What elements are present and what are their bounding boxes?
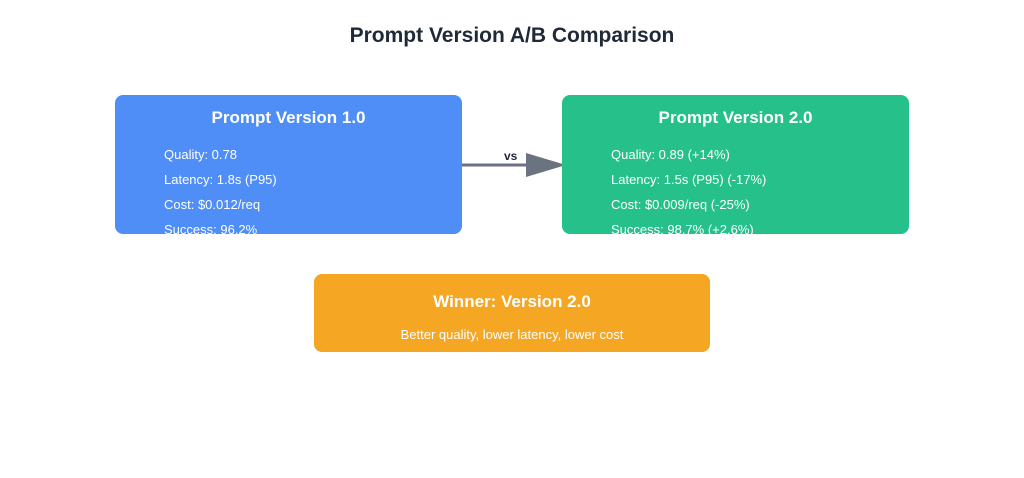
comparison-connector: vs <box>462 146 566 182</box>
version-1-card: Prompt Version 1.0 Quality: 0.78 Latency… <box>115 95 462 234</box>
version-1-title: Prompt Version 1.0 <box>211 108 366 127</box>
version-1-success: Success: 96.2% <box>164 222 258 234</box>
winner-subtitle: Better quality, lower latency, lower cos… <box>400 327 624 342</box>
version-1-quality: Quality: 0.78 <box>164 147 237 162</box>
winner-title: Winner: Version 2.0 <box>433 292 591 311</box>
page-title: Prompt Version A/B Comparison <box>349 24 675 47</box>
winner-card: Winner: Version 2.0 Better quality, lowe… <box>314 274 710 352</box>
version-2-success: Success: 98.7% (+2.6%) <box>611 222 754 234</box>
arrow-head <box>526 153 566 177</box>
version-1-latency: Latency: 1.8s (P95) <box>164 172 277 187</box>
version-2-card: Prompt Version 2.0 Quality: 0.89 (+14%) … <box>562 95 909 234</box>
vs-label: vs <box>504 149 518 163</box>
version-1-cost: Cost: $0.012/req <box>164 197 261 212</box>
version-2-title: Prompt Version 2.0 <box>658 108 813 127</box>
version-2-cost: Cost: $0.009/req (-25%) <box>611 197 750 212</box>
version-2-quality: Quality: 0.89 (+14%) <box>611 147 730 162</box>
arrow-icon <box>462 153 566 177</box>
version-2-latency: Latency: 1.5s (P95) (-17%) <box>611 172 767 187</box>
